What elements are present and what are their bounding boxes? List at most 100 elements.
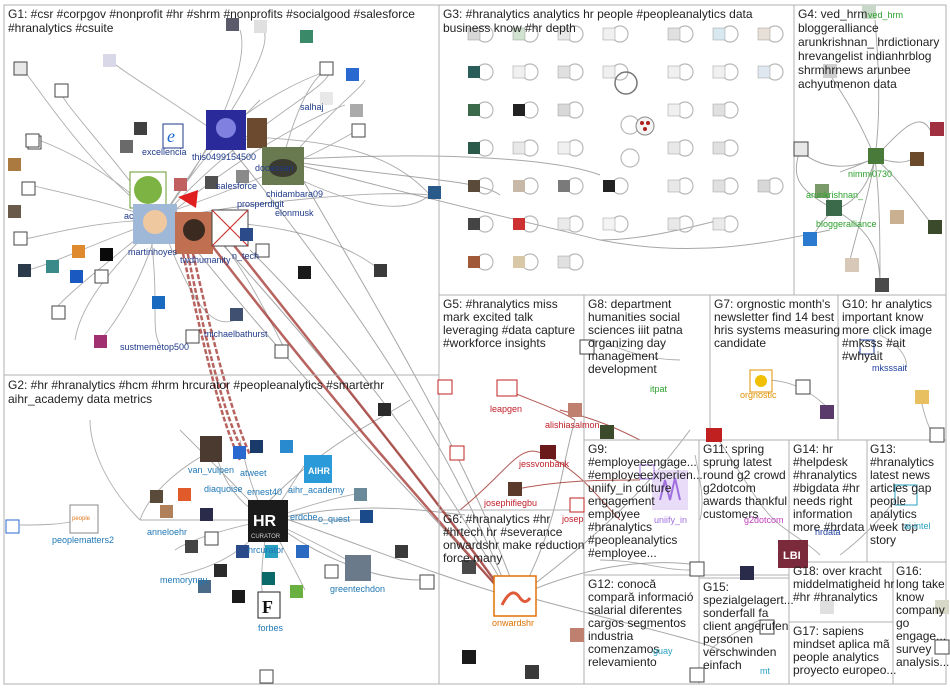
g13-title-line: G13:: [870, 442, 896, 456]
g11-title-line: awards thankful: [703, 494, 787, 508]
g15-title-line: client angerufen: [703, 619, 788, 633]
g11-title: G11: spring sprung latest round g2 crowd…: [703, 442, 790, 521]
g18-title: G18: over kracht middelmatigheid hr #hr …: [793, 564, 898, 604]
g17-title: G17: sapiens mindset aplica mã people an…: [793, 624, 896, 677]
g16-title-line: long take: [896, 577, 945, 591]
g16-title-line: go: [896, 616, 910, 630]
g5-title-line: #workforce insights: [443, 336, 546, 350]
edges: [17, 19, 936, 651]
g14-title: G14: hr #helpdesk #hranalytics #bigdata …: [793, 442, 865, 534]
svg-text:CURATOR: CURATOR: [251, 534, 281, 540]
node-label: ved_hrm: [868, 10, 903, 20]
node-label: n_tech: [232, 251, 259, 261]
node-label: o_quest: [318, 514, 351, 524]
g7-title: G7: orgnostic month's newsletter find 14…: [714, 297, 843, 350]
g8-title-line: development: [588, 362, 657, 376]
g11-title-line: G11: spring: [703, 442, 764, 456]
g9-title-line: engagement: [588, 494, 655, 508]
g6-title-line: onwardshr make reduction: [443, 538, 584, 552]
g3-nodes: [467, 25, 784, 271]
g12-title-line: salarial diferentes: [588, 603, 682, 617]
node-label: greentechdon: [330, 584, 385, 594]
svg-text:LBI: LBI: [783, 550, 801, 562]
node-label: memoryngu: [160, 575, 208, 585]
g9-title-line: #employee...: [588, 546, 657, 560]
g16-title: G16: long take know company go engage...…: [896, 564, 949, 669]
node-label: alishiasalmon: [545, 420, 600, 430]
g9-title-line: #hranalytics: [588, 520, 652, 534]
g9-title-line: #employeeengage...: [588, 455, 697, 469]
g11-title-line: round g2 crowd: [703, 468, 786, 482]
node-label: twdhumanity: [180, 255, 231, 265]
g3-title-line: business know #hr depth: [443, 21, 576, 35]
g7-title-line: hris systems measuring: [714, 323, 840, 337]
g10-title-line: #mksss #ait: [842, 336, 906, 350]
node-label: bloggeralliance: [816, 219, 877, 229]
g9-title-line: #employeeexperien...: [588, 468, 703, 482]
g6-title: G6: #hranalytics #hr #hrtech hr #severan…: [443, 512, 588, 565]
node-label: ernest40: [247, 487, 282, 497]
g4-title-line: bloggeralliance: [798, 21, 879, 35]
node-label: peoplematters2: [52, 535, 114, 545]
g16-title-line: company: [896, 603, 945, 617]
g15-title-line: G15:: [703, 580, 729, 594]
node-label: nimmi0730: [848, 169, 892, 179]
node-label: mksssait: [872, 363, 908, 373]
g12-title-line: compară informació: [588, 590, 694, 604]
g4-title-line: hrevangelist indianhrblog: [798, 49, 931, 63]
node-label: orgnostic: [740, 390, 777, 400]
g18-title-line: middelmatigheid hr: [793, 577, 894, 591]
node-label: chidambara09: [266, 189, 323, 199]
node-labels: excellencia this0499154500 docassan salh…: [52, 10, 931, 676]
g12-title-line: G12: conocă: [588, 577, 656, 591]
g12-title: G12: conocă compară informació salarial …: [588, 577, 697, 669]
svg-text:HR: HR: [253, 513, 277, 530]
g12-title-line: industria: [588, 629, 634, 643]
g4-title-line: arunkrishnan_ hrdictionary: [798, 35, 939, 49]
g3-title: G3: #hranalytics analytics hr people #pe…: [443, 7, 756, 35]
right-nodes: LBI: [419, 5, 950, 683]
g5-title: G5: #hranalytics miss mark excited talk …: [443, 297, 578, 350]
g11-title-line: g2dotcom: [703, 481, 756, 495]
g5-title-line: G5: #hranalytics miss: [443, 297, 558, 311]
g13-title: G13: #hranalytics latest news articles g…: [869, 442, 937, 547]
node-label: atweet: [240, 468, 267, 478]
node-label: g2dotcom: [744, 515, 784, 525]
g16-title-line: know: [896, 590, 924, 604]
g4-title-line: shrmhrnews arunbee: [798, 63, 911, 77]
g14-title-line: G14: hr: [793, 442, 833, 456]
g9-title: G9: #employeeengage... #employeeexperien…: [588, 442, 706, 560]
g4-title: G4: ved_hrm bloggeralliance arunkrishnan…: [798, 7, 943, 91]
node-label: anneloehr: [147, 527, 187, 537]
g5-title-line: leveraging #data capture: [443, 323, 575, 337]
g11-title-line: sprung latest: [703, 455, 772, 469]
g18-title-line: G18: over kracht: [793, 564, 882, 578]
g10-title: G10: hr analytics important know more cl…: [842, 297, 935, 363]
node-label: ai-intel: [904, 521, 931, 531]
g8-title-line: G8: department: [588, 297, 672, 311]
g15-title: G15: spezialgelagert... sonderfall fa cl…: [703, 580, 797, 672]
g11-title-line: customers: [703, 507, 758, 521]
g6-title-line: #hrtech hr #severance: [443, 525, 563, 539]
node-label: aihr_academy: [288, 485, 345, 495]
node-label: salesforce: [216, 181, 257, 191]
node-label: forbes: [258, 623, 284, 633]
node-label: elonmusk: [275, 208, 314, 218]
g14-title-line: more #hrdata: [793, 520, 865, 534]
node-label: onwardshr: [492, 618, 534, 628]
g17-title-line: G17: sapiens: [793, 624, 864, 638]
g13-title-line: latest news: [870, 468, 930, 482]
g1-title: G1: #csr #corpgov #nonprofit #hr #shrm #…: [8, 7, 418, 35]
node-label: excellencia: [142, 147, 187, 157]
g16-title-line: survey: [896, 642, 931, 656]
g16-title-line: G16:: [896, 564, 922, 578]
g17-title-line: proyecto europeo...: [793, 663, 896, 677]
g10-title-line: G10: hr analytics: [842, 297, 932, 311]
g2-nodes: HR CURATOR AIHR people F: [5, 403, 408, 684]
node-label: josep: [561, 514, 584, 524]
g16-title-line: engage...: [896, 629, 946, 643]
g6-title-line: force many: [443, 551, 502, 565]
g8-title-line: humanities social: [588, 310, 680, 324]
node-label: leapgen: [490, 404, 522, 414]
node-label: martinhoyes: [128, 247, 178, 257]
